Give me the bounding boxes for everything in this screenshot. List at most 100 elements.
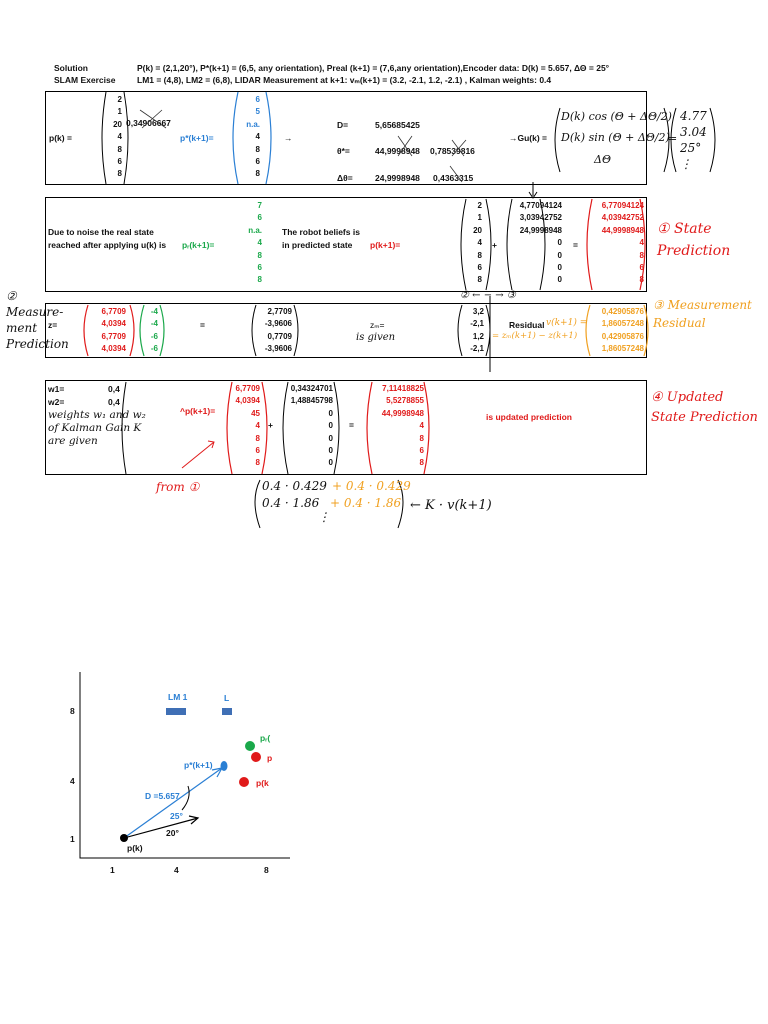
vector-entry: 8 xyxy=(257,250,262,260)
vector-entry: 6 xyxy=(639,263,644,273)
handwritten-step-arrow: ② ← − → ③ xyxy=(460,290,516,301)
pk-vector-2: 2 1 20 4 8 6 8 xyxy=(466,200,482,287)
vector-entry: 4,0394 xyxy=(101,319,126,329)
plus-sign: + xyxy=(492,240,497,250)
z-vector: 2,7709 -3,9606 0,7709 -3,9606 xyxy=(256,306,292,356)
vector-entry: 6,7709 xyxy=(235,384,260,393)
vector-entry: 8 xyxy=(419,458,424,468)
p-next-label: p(k+1)= xyxy=(370,240,401,250)
w2-value: 0,4 xyxy=(108,397,120,407)
d-vector xyxy=(123,767,223,839)
predicted-vector: 6,7709 4,0394 45 4 8 6 8 xyxy=(232,383,260,470)
handwritten-residual-v: v(k+1) = xyxy=(546,318,588,328)
vector-entry: 1,2 xyxy=(472,331,484,341)
dtheta-radians: 0,4363315 xyxy=(433,173,474,183)
measurement-box xyxy=(45,303,647,358)
vector-entry: 8 xyxy=(639,250,644,260)
pk-red-point xyxy=(239,777,249,787)
heading-vector xyxy=(123,817,199,839)
gu-computation-box xyxy=(45,91,647,185)
vector-entry: 2 xyxy=(477,201,482,210)
vector-entry: 6 xyxy=(255,446,260,456)
angle-20-label: 20° xyxy=(166,828,179,838)
pred-point-label: p xyxy=(267,753,273,763)
theta-radians: 0,34906667 xyxy=(126,118,171,128)
handwritten-weights-note: weights w₁ and w₂ of Kalman Gain K are g… xyxy=(48,409,146,447)
vector-entry: 6 xyxy=(255,157,260,167)
x-tick: 1 xyxy=(110,865,115,875)
prediction-vector: 6,77094124 4,03942752 44,9998948 4 8 6 8 xyxy=(592,200,644,287)
vector-entry: 4,0394 xyxy=(235,396,260,406)
pstar-brackets xyxy=(232,91,272,185)
vector-entry: 6 xyxy=(117,157,122,167)
vector-entry: 6 xyxy=(257,213,262,223)
preal-vector: 7 6 n.a. 4 8 6 8 xyxy=(238,200,262,287)
handwritten-zm-given: is given xyxy=(356,332,396,343)
vector-entry: 8 xyxy=(477,250,482,260)
vector-entry: 8 xyxy=(117,144,122,154)
updated-p-label: ^p(k+1)= xyxy=(180,406,216,416)
vector-entry: 3,03942752 xyxy=(519,213,562,223)
solution-heading: Solution xyxy=(54,63,88,73)
arrow-glyph: → xyxy=(284,133,293,143)
angle-arc xyxy=(181,785,190,811)
vector-entry: 0 xyxy=(557,275,562,285)
vector-entry: 0 xyxy=(328,446,333,456)
vector-entry: 1,86057248 xyxy=(601,344,644,354)
predicted-position: 6,7709 4,0394 6,7709 4,0394 xyxy=(88,306,126,356)
vector-entry: 20 xyxy=(113,119,122,129)
landmark-1 xyxy=(166,708,186,715)
pk-point xyxy=(120,834,128,842)
preal-point-label: pᵣ( xyxy=(260,733,271,743)
handwritten-k-row2a: 0.4 · 1.86 xyxy=(262,496,320,510)
problem-statement-1: P(k) = (2,1,20°), P*(k+1) = (6,5, any or… xyxy=(137,63,610,73)
landmark-2 xyxy=(222,708,232,715)
row3-brackets xyxy=(83,296,649,372)
pstar-vector: 6 5 n.a. 4 8 6 8 xyxy=(240,94,260,181)
vector-entry: 4 xyxy=(117,132,122,142)
vector-entry: 7 xyxy=(257,201,262,210)
updated-prediction-text: is updated prediction xyxy=(486,412,572,422)
vector-entry: 8 xyxy=(257,275,262,285)
vector-entry: 4,0394 xyxy=(101,344,126,354)
vector-entry: 6 xyxy=(255,95,260,104)
vector-entry: 0,7709 xyxy=(267,331,292,341)
vector-entry: -3,9606 xyxy=(264,319,292,329)
vector-entry: 1,48845798 xyxy=(290,396,333,406)
pk-brackets xyxy=(101,91,129,185)
vector-entry: 0 xyxy=(328,433,333,443)
vector-entry: 6 xyxy=(477,263,482,273)
y-tick: 8 xyxy=(70,706,75,716)
vector-entry: 8 xyxy=(639,275,644,285)
vector-entry: 6,77094124 xyxy=(601,201,644,210)
noise-text-1: Due to noise the real state xyxy=(48,227,154,237)
pstar-point-label: p*(k+1) xyxy=(184,760,213,770)
vector-entry: 0 xyxy=(557,250,562,260)
w2-label: w2= xyxy=(48,397,65,407)
plus-sign: + xyxy=(268,420,273,430)
pk-red-label: p(k xyxy=(256,778,269,788)
vector-entry: 24,9998948 xyxy=(519,225,562,235)
d-label: D= xyxy=(337,120,349,130)
lm2-label: L xyxy=(224,693,230,703)
vector-entry: 3,2 xyxy=(472,307,484,316)
vector-entry: 1 xyxy=(117,107,122,117)
handwritten-gu-1: D(k) cos (Θ + ΔΘ/2) xyxy=(561,110,672,123)
vector-entry: 6 xyxy=(419,446,424,456)
exercise-heading: SLAM Exercise xyxy=(54,75,116,85)
handwritten-equals: = xyxy=(668,132,678,145)
pstar-label: p*(k+1)= xyxy=(180,133,214,143)
vector-entry: 45 xyxy=(251,408,260,418)
vector-entry: 0,42905876 xyxy=(601,307,644,316)
vector-entry: -2,1 xyxy=(470,319,484,329)
vector-entry: 4 xyxy=(257,238,262,248)
strikeout xyxy=(139,109,167,129)
pred-point xyxy=(251,752,261,762)
gu-result-entry: 25° xyxy=(680,141,702,155)
vector-entry: 8 xyxy=(255,458,260,468)
state-prediction-box xyxy=(45,197,647,292)
vector-entry: 6,7709 xyxy=(101,331,126,341)
vector-entry: -4 xyxy=(150,319,158,329)
z-label: z= xyxy=(48,320,58,330)
handwritten-measurement-residual: ③ Measurement Residual xyxy=(653,298,752,330)
